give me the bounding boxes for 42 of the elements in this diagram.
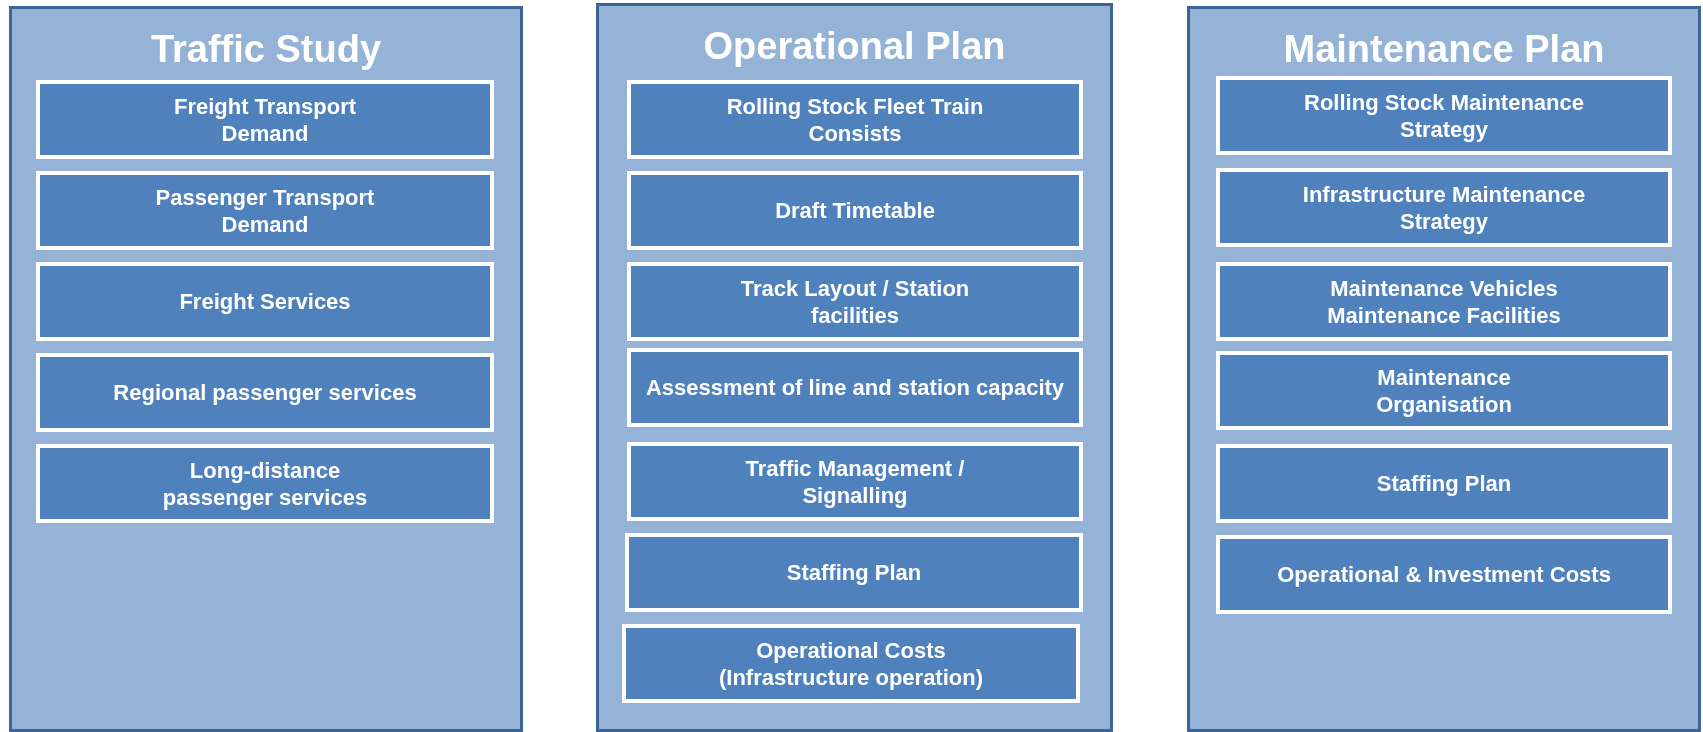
item-label: Track Layout / Station facilities — [739, 274, 971, 329]
item-label: Regional passenger services — [113, 379, 417, 406]
item-label: Staffing Plan — [786, 559, 922, 586]
item-box — [627, 262, 1083, 341]
item-label: Long-distance passenger services — [161, 456, 369, 511]
item-label: Maintenance Organisation — [1375, 363, 1513, 418]
item-box — [1216, 351, 1672, 430]
group-panel — [9, 6, 523, 732]
item-label: Draft Timetable — [775, 197, 935, 224]
item-box — [1216, 444, 1672, 523]
panel-title: Traffic Study — [149, 27, 383, 71]
group-panel — [1187, 6, 1701, 732]
item-box — [627, 348, 1083, 427]
item-label: Maintenance Vehicles Maintenance Facilities — [1326, 274, 1562, 329]
item-box — [622, 624, 1080, 703]
item-box — [36, 262, 494, 341]
item-label: Freight Services — [179, 288, 351, 315]
item-label: Freight Transport Demand — [172, 92, 358, 147]
item-box — [1216, 535, 1672, 614]
item-label: Rolling Stock Maintenance Strategy — [1303, 88, 1585, 143]
item-box — [36, 171, 494, 250]
item-box — [36, 353, 494, 432]
item-box — [36, 80, 494, 159]
item-label: Operational & Investment Costs — [1277, 561, 1611, 588]
item-box — [1216, 76, 1672, 155]
item-label: Rolling Stock Fleet Train Consists — [725, 92, 985, 147]
item-label: Traffic Management / Signalling — [744, 454, 966, 509]
item-box — [36, 444, 494, 523]
item-box — [625, 533, 1083, 612]
item-box — [627, 171, 1083, 250]
item-label: Operational Costs (Infrastructure operation) — [718, 636, 984, 691]
item-box — [1216, 262, 1672, 341]
item-label: Passenger Transport Demand — [154, 183, 376, 238]
item-label: Infrastructure Maintenance Strategy — [1301, 180, 1587, 235]
panel-title: Operational Plan — [702, 24, 1007, 68]
item-label: Staffing Plan — [1376, 470, 1512, 497]
item-box — [1216, 168, 1672, 247]
group-panel — [596, 3, 1113, 732]
item-label: Assessment of line and station capacity — [645, 374, 1065, 401]
panel-title: Maintenance Plan — [1282, 27, 1606, 71]
item-box — [627, 442, 1083, 521]
item-box — [627, 80, 1083, 159]
